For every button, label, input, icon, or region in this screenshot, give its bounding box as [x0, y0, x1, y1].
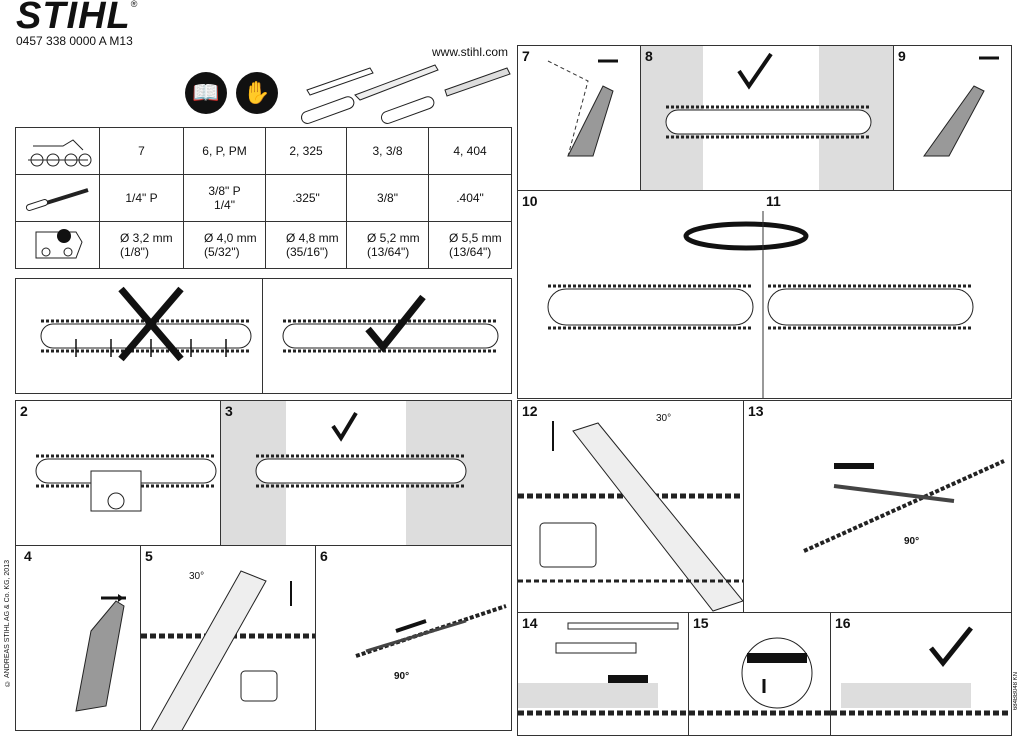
table-cell: Ø 4,8 mm (35/16") — [265, 221, 347, 269]
check-icon — [929, 626, 973, 668]
panel-wrong-tension — [15, 278, 263, 394]
table-cell: 3/8" P 1/4" — [183, 174, 266, 222]
table-row: 1/4" P 3/8" P 1/4" .325" 3/8" .404" — [15, 174, 512, 222]
table-row: Ø 3,2 mm (1/8") Ø 4,0 mm (5/32") Ø 4,8 m… — [15, 221, 512, 269]
panel-step-5: 5 30° — [140, 545, 316, 731]
table-cell: Ø 5,5 mm (13/64") — [428, 221, 512, 269]
part-number: 0457 338 0000 A M13 — [16, 34, 133, 48]
website-link[interactable]: www.stihl.com — [432, 45, 509, 59]
panel-step-2: 2 — [15, 400, 221, 546]
panel-step-12: 12 30° — [517, 400, 744, 613]
table-cell: 3, 3/8 — [346, 127, 429, 175]
check-icon — [365, 294, 426, 353]
panel-step-8: 8 — [640, 45, 894, 191]
panel-step-3: 3 — [220, 400, 512, 546]
table-cell: .325" — [265, 174, 347, 222]
stihl-logo: STIHL® — [16, 0, 139, 37]
table-cell: 1/4" P — [99, 174, 184, 222]
panel-step-16: 16 — [830, 612, 1012, 736]
gloves-icon: ✋ — [236, 72, 278, 114]
panel-step-14: 14 — [517, 612, 689, 736]
table-cell: 3/8" — [346, 174, 429, 222]
chain-file-table: 7 6, P, PM 2, 325 3, 3/8 4, 404 1/4" P 3… — [15, 127, 512, 269]
file-holder-icon — [15, 174, 100, 222]
panel-step-13: 13 90° — [743, 400, 1012, 613]
table-cell: Ø 5,2 mm (13/64") — [346, 221, 429, 269]
copyright: © ANDREAS STIHL AG & Co. KG, 2013 — [4, 560, 11, 687]
file-diameter-icon — [15, 221, 100, 269]
panel-step-7: 7 — [517, 45, 641, 191]
document-code: 684BB048 KN — [1013, 672, 1019, 711]
angle-label: 90° — [904, 536, 920, 547]
angle-label: 30° — [189, 571, 205, 582]
table-cell: Ø 3,2 mm (1/8") — [99, 221, 184, 269]
angle-label: 30° — [656, 413, 672, 424]
check-icon — [737, 52, 773, 90]
panel-step-9: 9 — [893, 45, 1012, 191]
panel-step-10-11: 10 11 — [517, 190, 1012, 399]
read-manual-icon: 📖 — [185, 72, 227, 114]
angle-label: 90° — [394, 671, 410, 682]
table-cell: Ø 4,0 mm (5/32") — [183, 221, 266, 269]
panel-correct-tension — [262, 278, 512, 394]
panel-step-15: 15 — [688, 612, 831, 736]
table-cell: .404" — [428, 174, 512, 222]
panel-step-6: 6 90° — [315, 545, 512, 731]
check-icon — [331, 411, 358, 442]
chain-cutter-icon — [15, 127, 100, 175]
table-cell: 7 — [99, 127, 184, 175]
table-cell: 4, 404 — [428, 127, 512, 175]
table-cell: 6, P, PM — [183, 127, 266, 175]
table-cell: 2, 325 — [265, 127, 347, 175]
file-tools-illustration — [300, 64, 511, 124]
panel-step-4: 4 — [15, 545, 141, 731]
table-row: 7 6, P, PM 2, 325 3, 3/8 4, 404 — [15, 127, 512, 175]
cross-icon — [118, 286, 184, 362]
